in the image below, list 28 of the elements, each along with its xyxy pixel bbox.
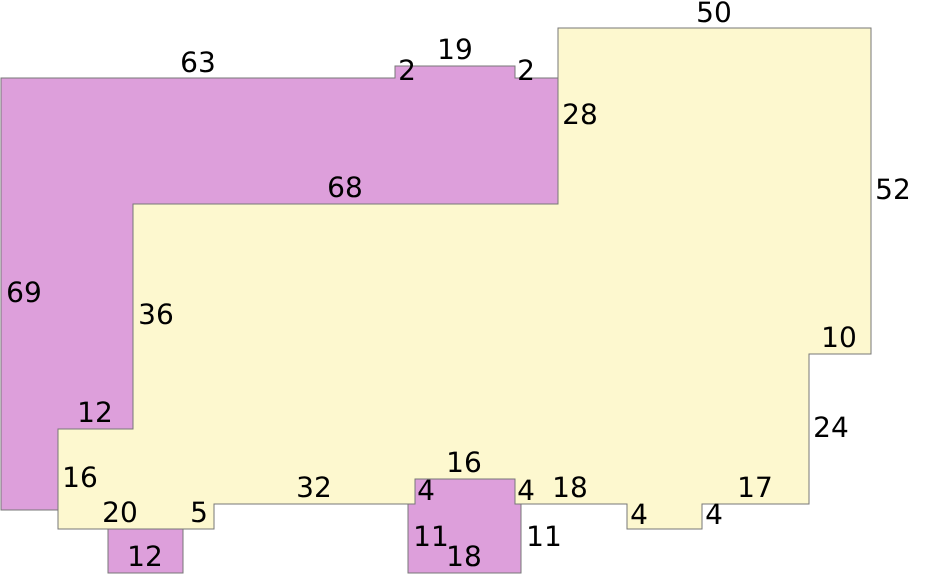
dimension-label: 11 — [413, 522, 449, 552]
dimension-label: 18 — [446, 542, 482, 572]
dimension-label: 4 — [630, 500, 648, 530]
dimension-label: 4 — [705, 500, 723, 530]
dimension-label: 63 — [180, 48, 216, 78]
dimension-label: 4 — [517, 476, 535, 506]
dimension-label: 32 — [296, 473, 332, 503]
dimension-label: 18 — [552, 473, 588, 503]
dimension-label: 19 — [437, 35, 473, 65]
dimension-label: 11 — [526, 522, 562, 552]
dimension-label: 2 — [398, 56, 416, 86]
dimension-label: 2 — [517, 56, 535, 86]
dimension-label: 16 — [446, 448, 482, 478]
dimension-label: 68 — [327, 173, 363, 203]
dimension-label: 12 — [77, 398, 113, 428]
dimension-label: 10 — [821, 323, 857, 353]
dimension-label: 28 — [562, 100, 598, 130]
dimension-label: 24 — [813, 413, 849, 443]
dimension-label: 17 — [737, 473, 773, 503]
dimension-label: 12 — [127, 542, 163, 572]
dimension-label: 52 — [875, 175, 911, 205]
dimension-label: 50 — [696, 0, 732, 28]
dimension-label: 69 — [6, 278, 42, 308]
dimension-label: 16 — [62, 463, 98, 493]
dimension-label: 36 — [138, 300, 174, 330]
dimension-label: 4 — [417, 476, 435, 506]
dimension-label: 20 — [102, 498, 138, 528]
dimension-label: 5 — [190, 498, 208, 528]
